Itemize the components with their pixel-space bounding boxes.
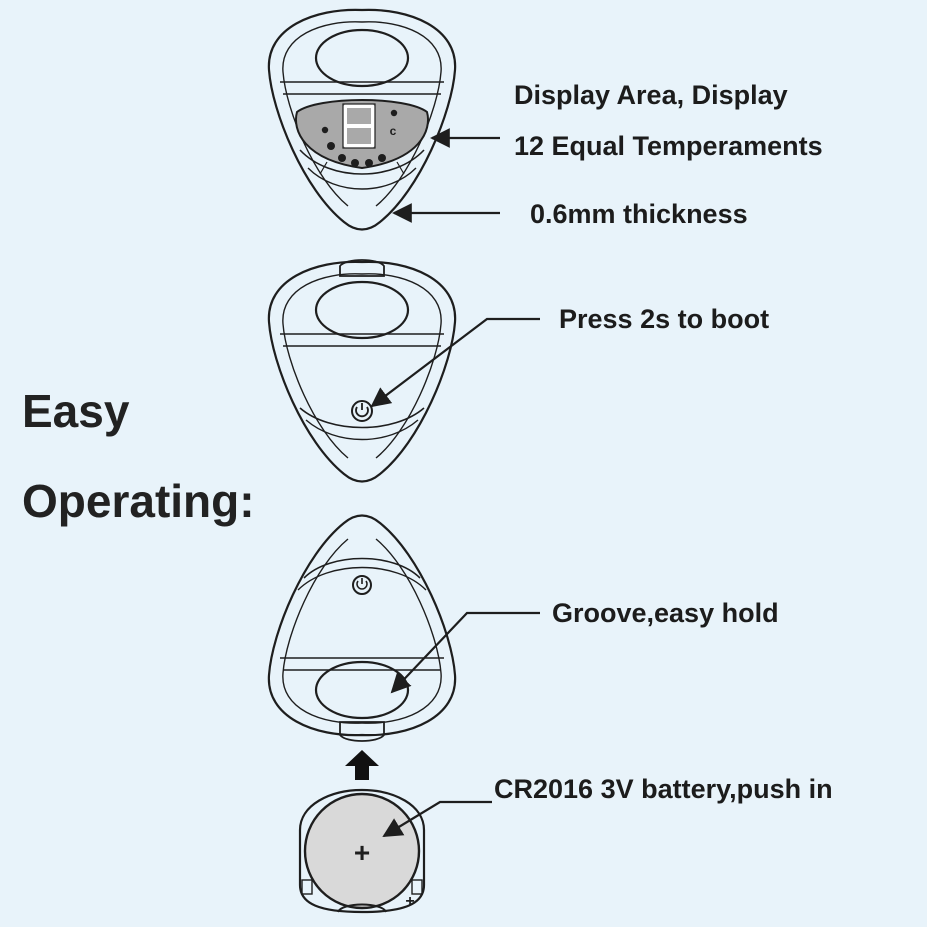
callout-thickness: 0.6mm thickness	[530, 199, 748, 229]
pick-front-view	[267, 8, 457, 231]
callout-display-area: Display Area, Display	[514, 80, 788, 110]
contact-plus-sign: +	[405, 893, 414, 910]
headline-line-1: Easy	[22, 385, 130, 437]
battery-icon: + +	[298, 788, 426, 914]
up-arrow-icon	[345, 750, 379, 780]
power-icon	[352, 575, 372, 595]
battery-pointer-arrow	[382, 800, 492, 838]
unit-letter: c	[390, 124, 397, 138]
display-screen: c	[295, 99, 429, 170]
sharp-symbol	[390, 109, 398, 117]
callout-battery: CR2016 3V battery,push in	[494, 774, 833, 804]
groove-pointer-arrow	[390, 611, 540, 694]
headline-line-2: Operating:	[22, 475, 255, 527]
top-clip	[339, 259, 385, 277]
callout-groove: Groove,easy hold	[552, 598, 779, 628]
battery-plus-sign: +	[354, 837, 370, 868]
callout-equal-temperaments: 12 Equal Temperaments	[514, 131, 823, 161]
callout-boot: Press 2s to boot	[559, 304, 770, 334]
battery-slot	[339, 721, 385, 742]
boot-pointer-arrow	[370, 317, 540, 408]
top-oval-window	[314, 28, 410, 88]
pick-button-view	[267, 259, 457, 483]
power-icon[interactable]	[351, 400, 373, 422]
pick-back-view	[267, 514, 457, 742]
